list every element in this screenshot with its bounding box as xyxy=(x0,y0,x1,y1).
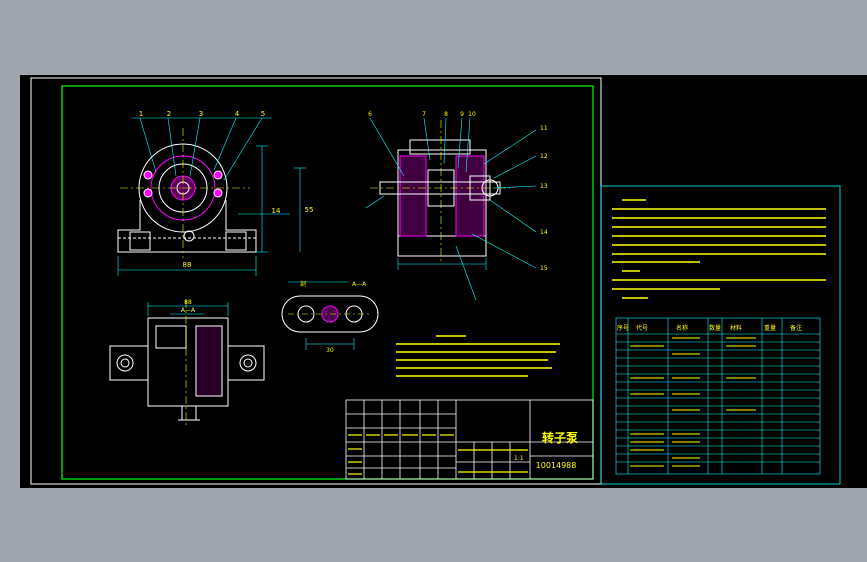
drawing-code: 10014988 xyxy=(536,461,577,470)
balloon-1: 1 xyxy=(139,110,143,118)
front-view-balloons: 1 2 3 4 5 88 14 55 xyxy=(139,110,314,269)
balloon-10: 10 xyxy=(468,111,476,118)
balloon-14: 14 xyxy=(540,229,548,236)
dim-front-height: 55 xyxy=(305,206,314,214)
balloon-11: 11 xyxy=(540,125,548,132)
section-view-leaders xyxy=(365,117,537,301)
balloon-4: 4 xyxy=(235,110,240,118)
detail-label: 剖 xyxy=(300,280,306,288)
drawing-scale: 1:1 xyxy=(514,455,524,462)
section-marker: A—A xyxy=(181,307,196,314)
title-block-cells xyxy=(348,434,528,475)
parts-table-cells xyxy=(630,337,756,467)
col-code: 代号 xyxy=(636,324,648,332)
dim-bottom-width: 88 xyxy=(184,299,192,306)
balloon-15: 15 xyxy=(540,265,548,272)
drawing-border xyxy=(61,85,594,480)
balloon-12: 12 xyxy=(540,153,548,160)
balloon-5: 5 xyxy=(261,110,265,118)
balloon-8: 8 xyxy=(444,111,448,118)
parts-table xyxy=(615,317,821,475)
title-block xyxy=(345,399,594,480)
right-panel xyxy=(600,185,841,485)
dim-side-width: 14 xyxy=(272,207,281,215)
front-view xyxy=(117,128,257,258)
dim-front-width: 88 xyxy=(183,261,192,269)
col-name: 名称 xyxy=(676,324,688,332)
working-principle-notes xyxy=(612,199,826,299)
bottom-view-dims xyxy=(147,302,229,316)
balloon-6: 6 xyxy=(368,111,372,118)
col-remark: 备注 xyxy=(790,324,802,332)
section-view-balloons: 6 7 8 9 10 11 12 13 14 15 xyxy=(368,111,548,272)
detail-section-label: A—A xyxy=(352,281,367,288)
model-space xyxy=(20,75,867,488)
balloon-7: 7 xyxy=(422,111,426,118)
technical-requirements xyxy=(396,335,560,377)
balloon-13: 13 xyxy=(540,183,548,190)
col-weight: 重量 xyxy=(764,324,776,332)
bottom-view xyxy=(109,300,265,428)
dim-detail: 30 xyxy=(326,347,334,354)
balloon-9: 9 xyxy=(460,111,464,118)
drawing-name: 转子泵 xyxy=(542,430,578,445)
parts-table-header: 序号 代号 名称 数量 材料 重量 备注 xyxy=(617,324,802,332)
col-no: 序号 xyxy=(617,324,629,332)
detail-view-dims xyxy=(288,281,355,350)
col-material: 材料 xyxy=(730,324,742,332)
detail-view xyxy=(281,295,379,333)
section-view xyxy=(370,120,510,262)
front-view-leaders xyxy=(117,117,306,276)
balloon-2: 2 xyxy=(167,110,171,118)
col-qty: 数量 xyxy=(709,324,721,332)
balloon-3: 3 xyxy=(199,110,203,118)
